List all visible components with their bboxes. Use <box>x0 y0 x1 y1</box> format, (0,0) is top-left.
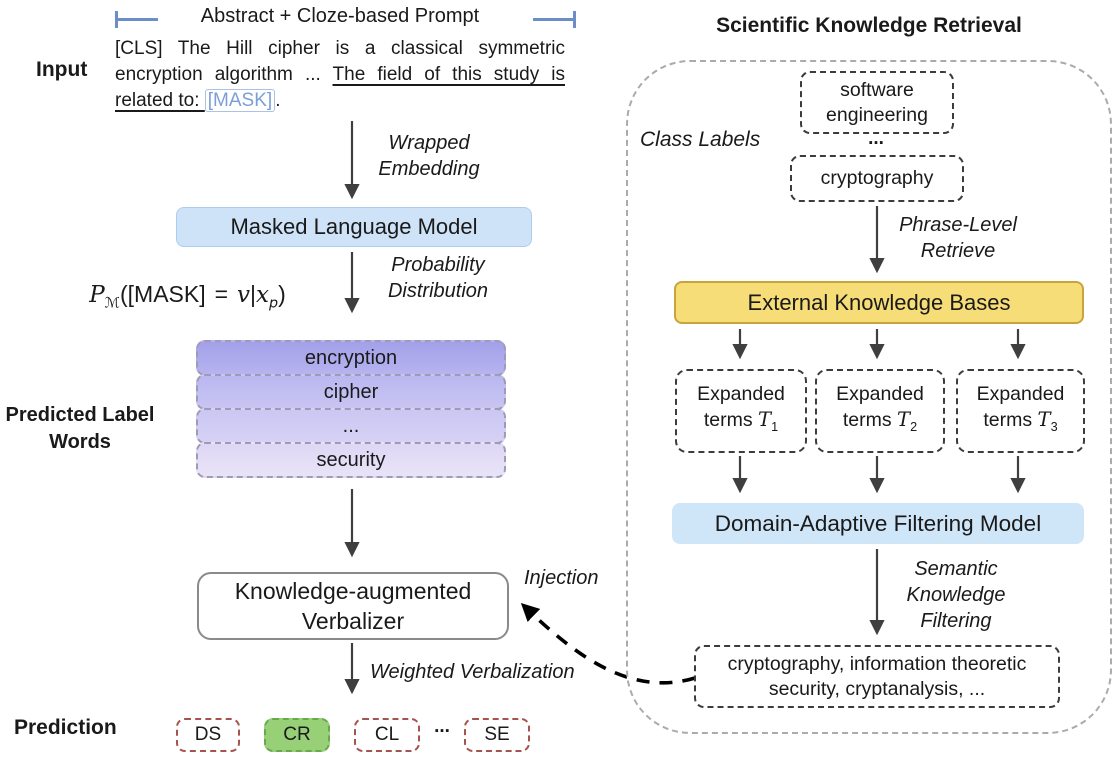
probability-distribution-label: Probability Distribution <box>387 254 489 302</box>
weighted-verbalization-label: Weighted Verbalization <box>370 661 575 683</box>
bracket-left-icon <box>115 11 158 28</box>
label-words-stack: encryption cipher ... security <box>196 340 506 478</box>
predicted-label-words-title: Predicted Label Words <box>5 404 155 453</box>
prediction-chip-se: SE <box>464 718 530 752</box>
prediction-chip-cr-selected: CR <box>264 718 330 752</box>
skr-container <box>626 60 1112 734</box>
injection-label: Injection <box>524 567 599 589</box>
filtered-terms-box: cryptography, information theoretic secu… <box>694 645 1060 708</box>
prompt-pre: [CLS] The Hill cipher is a classical sym… <box>115 38 565 85</box>
wrapped-embedding-label: Wrapped Embedding <box>378 132 480 180</box>
mask-token: [MASK] <box>204 89 276 112</box>
prompt-text: [CLS] The Hill cipher is a classical sym… <box>115 36 565 114</box>
input-label: Input <box>36 58 88 81</box>
class-box-cryptography: cryptography <box>790 155 964 202</box>
phrase-level-retrieve-label: Phrase-Level Retrieve <box>899 214 1017 262</box>
prompt-underlined: The field of this study is related to: <box>115 64 565 111</box>
bracket-right-icon <box>533 11 576 28</box>
word-chip-ellipsis: ... <box>196 408 506 444</box>
class-labels-ellipsis: ... <box>868 128 884 149</box>
probability-formula: Pℳ([MASK]=v|xp) <box>89 281 286 312</box>
word-chip: encryption <box>196 340 506 376</box>
prediction-chip-ds: DS <box>176 718 240 752</box>
masked-language-model-box: Masked Language Model <box>176 207 532 247</box>
prediction-ellipsis: ... <box>434 716 450 737</box>
prompt-period: . <box>275 90 281 111</box>
scientific-knowledge-retrieval-title: Scientific Knowledge Retrieval <box>716 14 1022 37</box>
class-box-software-engineering: software engineering <box>800 71 954 134</box>
prediction-label: Prediction <box>14 716 117 739</box>
semantic-knowledge-filtering-label: Semantic Knowledge Filtering <box>906 558 1006 632</box>
external-knowledge-bases-box: External Knowledge Bases <box>674 281 1084 324</box>
class-labels-label: Class Labels <box>640 128 761 151</box>
knowledge-augmented-verbalizer-box: Knowledge-augmented Verbalizer <box>197 572 509 640</box>
prediction-chip-cl: CL <box>354 718 420 752</box>
word-chip: security <box>196 442 506 478</box>
word-chip: cipher <box>196 374 506 410</box>
prompt-title: Abstract + Cloze-based Prompt <box>200 5 480 27</box>
domain-adaptive-filtering-model-box: Domain-Adaptive Filtering Model <box>672 503 1084 544</box>
